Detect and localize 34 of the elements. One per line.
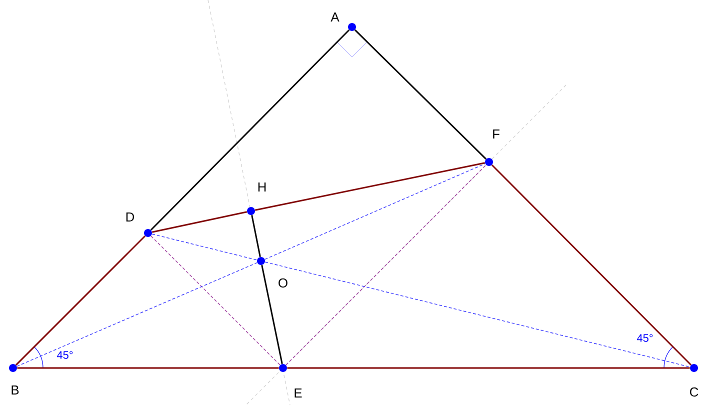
segment <box>491 164 692 366</box>
point <box>690 364 698 372</box>
point-label: E <box>294 388 302 398</box>
segment <box>264 262 690 368</box>
point <box>348 23 356 31</box>
segment <box>152 234 258 260</box>
point-label: H <box>258 182 266 192</box>
point-label: F <box>493 130 500 138</box>
point-label: C <box>690 387 698 397</box>
point <box>279 364 287 372</box>
angle-label: 45° <box>56 351 73 359</box>
point-label: O <box>278 278 288 288</box>
segment <box>251 214 261 258</box>
segment <box>152 211 248 233</box>
segment <box>150 29 350 231</box>
angle-label: 45° <box>636 334 653 342</box>
segment <box>286 164 486 366</box>
segment <box>16 262 258 367</box>
segment <box>261 264 283 364</box>
segment <box>354 29 487 160</box>
point <box>144 229 152 237</box>
segment <box>17 367 279 369</box>
point <box>485 158 493 166</box>
segment <box>150 236 280 366</box>
point-label: A <box>330 12 340 22</box>
point-label: D <box>126 212 134 222</box>
segment <box>264 163 486 260</box>
segment <box>254 162 486 211</box>
point <box>9 364 17 372</box>
point <box>247 207 255 215</box>
point-label: B <box>12 386 19 394</box>
point <box>257 257 265 265</box>
segment <box>15 235 146 366</box>
segment <box>287 367 690 369</box>
